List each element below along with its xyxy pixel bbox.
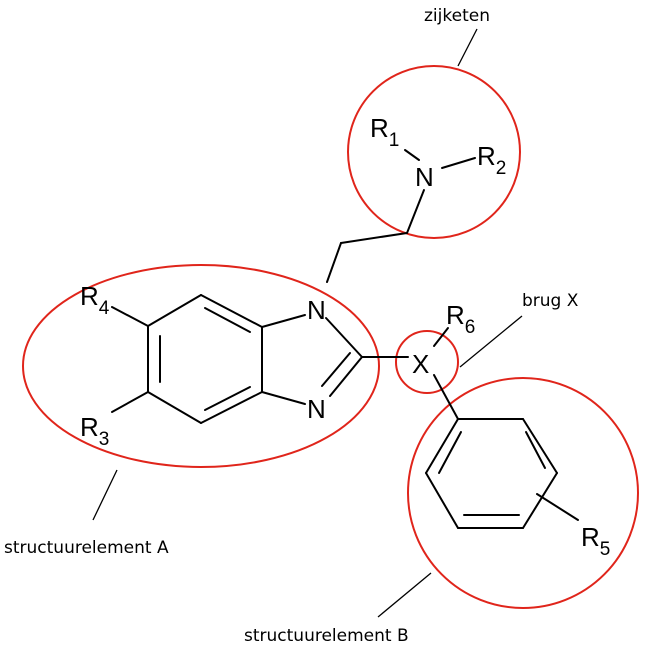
r3-label: R3	[80, 412, 109, 450]
n1-atom: N	[307, 295, 326, 325]
element-b-annotation: structuurelement B	[244, 626, 409, 646]
r1-label: R1	[370, 113, 399, 151]
r4-label: R4	[80, 281, 110, 319]
bridge-leader	[459, 315, 523, 368]
element-b-circle	[407, 377, 639, 609]
r5-label: R5	[581, 522, 610, 560]
r2-label: R2	[477, 141, 506, 179]
bridge-annotation: brug X	[522, 291, 579, 311]
r6-label: R6	[446, 300, 475, 338]
benzimidazole-core	[147, 294, 363, 424]
element-a-leader	[92, 469, 118, 521]
element-b-leader	[377, 572, 432, 618]
x-phenyl-bond	[433, 374, 459, 420]
x-r6-bond	[433, 327, 449, 347]
bridge-x-atom: X	[412, 349, 429, 379]
element-a-ellipse	[22, 264, 380, 468]
r3-bond	[111, 391, 149, 413]
side-chain-leader	[457, 28, 478, 67]
side-chain-bonds	[326, 149, 476, 283]
amine-n-atom: N	[415, 162, 434, 192]
side-chain-circle	[347, 65, 521, 239]
side-chain-annotation: zijketen	[424, 6, 490, 26]
element-a-annotation: structuurelement A	[4, 538, 169, 558]
n3-atom: N	[307, 394, 326, 424]
r4-bond	[111, 306, 149, 327]
phenyl-ring	[425, 418, 558, 529]
r5-bond	[536, 493, 579, 521]
bridge-circle	[395, 330, 459, 394]
